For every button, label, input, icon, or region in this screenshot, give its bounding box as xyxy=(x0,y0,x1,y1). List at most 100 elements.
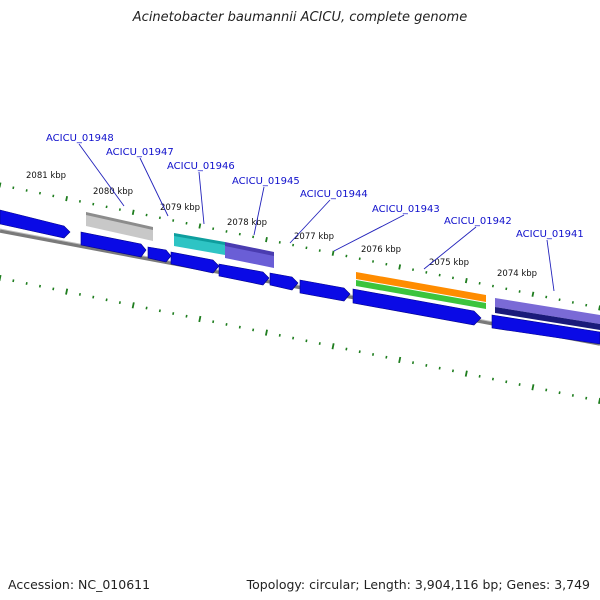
inner-tick-ring xyxy=(0,274,600,405)
cds-arrow[interactable] xyxy=(80,231,147,258)
kbp-label: 2075 kbp xyxy=(429,258,469,268)
gene-label-acicu-01943[interactable]: ACICU_01943 xyxy=(372,204,440,215)
major-tick xyxy=(198,223,202,229)
outer-tick-ring xyxy=(0,182,600,311)
cds-arrow[interactable] xyxy=(218,263,270,286)
minor-tick xyxy=(145,306,148,310)
major-tick xyxy=(264,329,268,336)
minor-tick xyxy=(585,396,588,400)
cds-arrow[interactable] xyxy=(147,246,172,263)
minor-tick xyxy=(25,282,28,285)
gene-label-acicu-01942[interactable]: ACICU_01942 xyxy=(444,216,512,227)
gene-leader-line xyxy=(289,199,331,244)
minor-tick xyxy=(438,366,441,370)
minor-tick xyxy=(305,339,308,343)
minor-tick xyxy=(185,314,188,318)
minor-tick xyxy=(478,374,481,378)
minor-tick xyxy=(105,298,108,302)
minor-tick xyxy=(172,312,175,315)
gene-leader-line xyxy=(78,143,125,207)
genome-title: Acinetobacter baumannii ACICU, complete … xyxy=(132,10,468,25)
kbp-label: 2078 kbp xyxy=(227,218,267,228)
cyan-feature-top xyxy=(174,233,225,245)
minor-tick xyxy=(212,320,215,324)
cds-arrow[interactable] xyxy=(299,279,351,302)
major-tick xyxy=(65,288,69,295)
minor-tick xyxy=(38,284,42,288)
minor-tick xyxy=(411,361,415,365)
minor-tick xyxy=(52,287,55,291)
major-tick xyxy=(131,209,135,215)
cds-arrow-right-end[interactable] xyxy=(491,314,600,345)
minor-tick xyxy=(158,309,161,313)
minor-tick xyxy=(558,391,561,395)
cds-arrow[interactable] xyxy=(170,251,220,274)
major-tick xyxy=(398,356,402,364)
gene-leader-line xyxy=(139,157,169,217)
minor-tick xyxy=(545,388,548,392)
cyan-feature[interactable] xyxy=(174,235,225,255)
major-tick xyxy=(65,196,68,202)
minor-tick xyxy=(118,301,121,305)
major-tick xyxy=(0,274,2,282)
major-tick xyxy=(531,384,535,391)
purple-feature[interactable] xyxy=(225,244,274,268)
minor-tick xyxy=(78,292,81,296)
cds-arrow-left-end[interactable] xyxy=(0,209,71,239)
major-tick xyxy=(331,343,335,350)
minor-tick xyxy=(345,347,348,351)
minor-tick xyxy=(238,325,241,329)
major-tick xyxy=(265,236,268,243)
kbp-label: 2074 kbp xyxy=(497,269,537,279)
major-tick xyxy=(331,250,335,256)
gene-leader-line xyxy=(333,214,405,252)
major-tick xyxy=(398,264,402,270)
minor-tick xyxy=(505,380,508,384)
gene-leader-line xyxy=(423,226,477,270)
kbp-label: 2076 kbp xyxy=(361,245,401,255)
kbp-label: 2080 kbp xyxy=(93,187,133,197)
genome-summary-text: Topology: circular; Length: 3,904,116 bp… xyxy=(246,577,590,592)
minor-tick xyxy=(518,383,521,386)
gene-label-acicu-01945[interactable]: ACICU_01945 xyxy=(232,176,300,187)
major-tick xyxy=(464,370,468,377)
kbp-label: 2081 kbp xyxy=(26,171,66,181)
minor-tick xyxy=(491,377,494,381)
green-feature[interactable] xyxy=(356,280,486,309)
orange-feature[interactable] xyxy=(356,272,486,302)
gene-label-acicu-01948[interactable]: ACICU_01948 xyxy=(46,133,114,144)
accession-text: Accession: NC_010611 xyxy=(8,577,151,592)
cds-arrow[interactable] xyxy=(269,272,299,291)
minor-tick xyxy=(318,342,321,345)
minor-tick xyxy=(12,279,15,283)
navy-feature[interactable] xyxy=(495,307,600,330)
lavender-feature[interactable] xyxy=(495,298,600,324)
gene-label-acicu-01944[interactable]: ACICU_01944 xyxy=(300,189,368,200)
minor-tick xyxy=(571,394,574,397)
kbp-label: 2077 kbp xyxy=(294,232,334,242)
minor-tick xyxy=(92,295,95,299)
minor-tick xyxy=(451,369,455,373)
gene-leader-line xyxy=(253,186,265,236)
major-tick xyxy=(531,291,535,297)
minor-tick xyxy=(358,350,361,354)
purple-feature-top xyxy=(225,242,274,256)
major-tick xyxy=(464,277,468,284)
gene-label-acicu-01941[interactable]: ACICU_01941 xyxy=(516,229,584,240)
minor-tick xyxy=(385,355,388,359)
major-tick xyxy=(198,315,202,323)
major-tick xyxy=(131,302,135,309)
gene-leader-line xyxy=(546,239,555,292)
kbp-label: 2079 kbp xyxy=(160,203,200,213)
minor-tick xyxy=(292,336,295,340)
cds-arrow[interactable] xyxy=(352,288,482,326)
gene-label-acicu-01947[interactable]: ACICU_01947 xyxy=(106,147,174,158)
minor-tick xyxy=(225,322,228,326)
gene-leader-line xyxy=(198,171,205,225)
minor-tick xyxy=(252,328,255,332)
gray-feature-top xyxy=(86,212,153,230)
gray-feature[interactable] xyxy=(86,214,153,241)
gene-label-acicu-01946[interactable]: ACICU_01946 xyxy=(167,161,235,172)
minor-tick xyxy=(371,353,375,356)
